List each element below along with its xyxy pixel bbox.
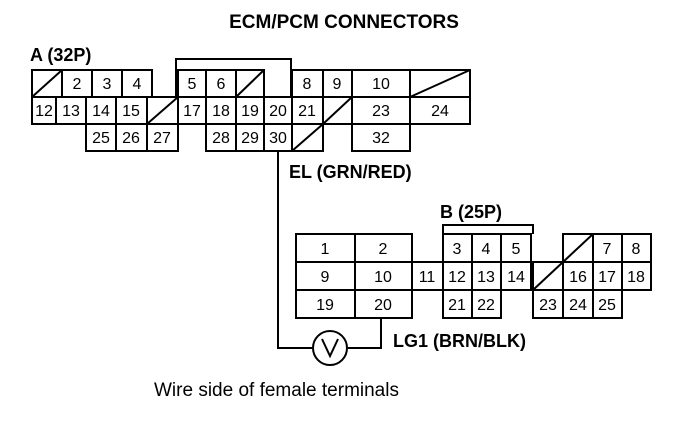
terminal-label: 9 <box>321 269 330 286</box>
terminal-label: 16 <box>569 269 587 286</box>
terminal-label: 2 <box>73 76 82 93</box>
terminal-label: 11 <box>419 269 436 286</box>
terminal-label: 13 <box>477 269 495 286</box>
terminal-label: 19 <box>316 297 334 314</box>
terminal-label: 5 <box>188 76 197 93</box>
terminal-label: 24 <box>431 103 449 120</box>
terminal-label: 10 <box>372 76 390 93</box>
terminal-label: 18 <box>212 103 230 120</box>
wire-lg1-label: LG1 (BRN/BLK) <box>393 331 526 351</box>
terminal-label: 17 <box>183 103 201 120</box>
terminal-label: 9 <box>333 76 342 93</box>
terminal-label: 23 <box>539 297 557 314</box>
terminal-label: 32 <box>372 130 390 147</box>
terminal-label: 1 <box>321 241 330 258</box>
connector-a <box>31 58 471 152</box>
terminal-label: 19 <box>241 103 259 120</box>
voltmeter-symbol <box>312 330 348 366</box>
terminal-label: 20 <box>269 103 287 120</box>
cavity-empty <box>291 123 324 152</box>
terminal-label: 17 <box>598 269 616 286</box>
terminal-label: 3 <box>453 241 462 258</box>
terminal-label: 12 <box>35 103 53 120</box>
terminal-label: 5 <box>512 241 521 258</box>
wire-el-label: EL (GRN/RED) <box>289 162 412 182</box>
wire-el <box>277 151 312 349</box>
terminal-label: 10 <box>374 269 392 286</box>
cavity-empty <box>235 69 265 98</box>
terminal-label: 6 <box>217 76 226 93</box>
terminal-label: 21 <box>298 103 316 120</box>
terminal-label: 27 <box>153 130 171 147</box>
connector-b <box>295 224 652 319</box>
terminal-label: 25 <box>92 130 110 147</box>
connector-a-terminals: 2 3 4 5 6 8 9 10 12 13 14 15 17 18 19 20… <box>35 76 449 147</box>
wire-lg1 <box>348 317 382 349</box>
connector-a-label: A (32P) <box>30 45 91 65</box>
diagram-title: ECM/PCM CONNECTORS <box>229 12 459 33</box>
cavity-empty <box>562 233 594 263</box>
terminal-label: 4 <box>133 76 142 93</box>
connector-b-label: B (25P) <box>440 202 502 222</box>
cavity-empty <box>409 69 471 98</box>
terminal-label: 18 <box>627 269 645 286</box>
terminal-label: 29 <box>241 130 259 147</box>
terminal-label: 25 <box>598 297 616 314</box>
cavity-empty <box>146 96 179 125</box>
terminal-label: 21 <box>448 297 466 314</box>
terminal-label: 23 <box>372 103 390 120</box>
terminal-label: 14 <box>92 103 110 120</box>
terminal-label: 13 <box>62 103 80 120</box>
connector-b-terminals: 1 2 3 4 5 7 8 9 10 11 12 13 14 16 17 18 … <box>316 241 645 314</box>
terminal-label: 12 <box>448 269 466 286</box>
terminal-label: 14 <box>507 269 525 286</box>
terminal-label: 15 <box>122 103 140 120</box>
terminal-label: 7 <box>603 241 612 258</box>
terminal-label: 24 <box>569 297 587 314</box>
terminal-label: 2 <box>379 241 388 258</box>
cavity-empty <box>31 69 63 98</box>
cavity-empty <box>322 96 353 125</box>
test-wires <box>277 151 382 366</box>
terminal-label: 20 <box>374 297 392 314</box>
terminal-label: 3 <box>103 76 112 93</box>
cavity-empty <box>532 261 564 291</box>
voltmeter-v-glyph <box>321 338 339 359</box>
terminal-label: 22 <box>477 297 495 314</box>
terminal-label: 26 <box>122 130 140 147</box>
terminal-label: 28 <box>212 130 230 147</box>
diagram-caption: Wire side of female terminals <box>154 380 399 401</box>
terminal-label: 8 <box>632 241 641 258</box>
terminal-label: 4 <box>482 241 491 258</box>
terminal-label: 30 <box>269 130 287 147</box>
terminal-label: 8 <box>303 76 312 93</box>
